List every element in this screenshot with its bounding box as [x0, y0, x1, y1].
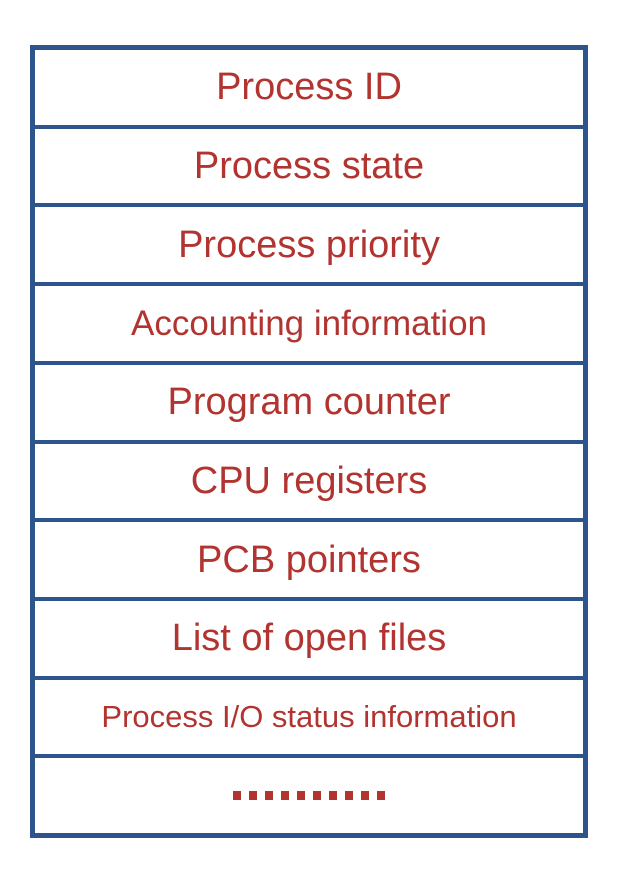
ellipsis-dot: [281, 791, 289, 801]
ellipsis-dots: [233, 791, 385, 801]
pcb-row-label: Accounting information: [130, 303, 488, 343]
pcb-row-label: PCB pointers: [197, 538, 421, 581]
pcb-row-label: Program counter: [167, 381, 451, 424]
ellipsis-dot: [377, 791, 385, 801]
pcb-row-cpu-registers: CPU registers: [35, 444, 583, 523]
ellipsis-dot: [329, 791, 337, 801]
pcb-row-program-counter: Program counter: [35, 365, 583, 444]
pcb-row-label: CPU registers: [190, 459, 428, 502]
pcb-row-accounting-information: Accounting information: [35, 286, 583, 365]
pcb-row-label: List of open files: [171, 617, 447, 660]
pcb-row-label: Process ID: [216, 66, 402, 109]
pcb-row-label: Process priority: [178, 223, 440, 266]
ellipsis-dot: [249, 791, 257, 801]
ellipsis-dot: [265, 791, 273, 801]
pcb-row-process-id: Process ID: [35, 50, 583, 129]
pcb-row-label: Process state: [193, 145, 425, 188]
pcb-outline-box: Process ID Process state Process priorit…: [30, 45, 588, 838]
pcb-row-label: Process I/O status information: [101, 699, 517, 735]
ellipsis-dot: [345, 791, 353, 801]
ellipsis-dot: [233, 791, 241, 801]
ellipsis-dot: [297, 791, 305, 801]
pcb-row-process-io-status-information: Process I/O status information: [35, 680, 583, 759]
pcb-row-pcb-pointers: PCB pointers: [35, 522, 583, 601]
pcb-row-ellipsis: [35, 758, 583, 833]
pcb-row-process-state: Process state: [35, 129, 583, 208]
pcb-row-process-priority: Process priority: [35, 207, 583, 287]
ellipsis-dot: [313, 791, 321, 801]
pcb-row-list-of-open-files: List of open files: [35, 601, 583, 680]
ellipsis-dot: [361, 791, 369, 801]
